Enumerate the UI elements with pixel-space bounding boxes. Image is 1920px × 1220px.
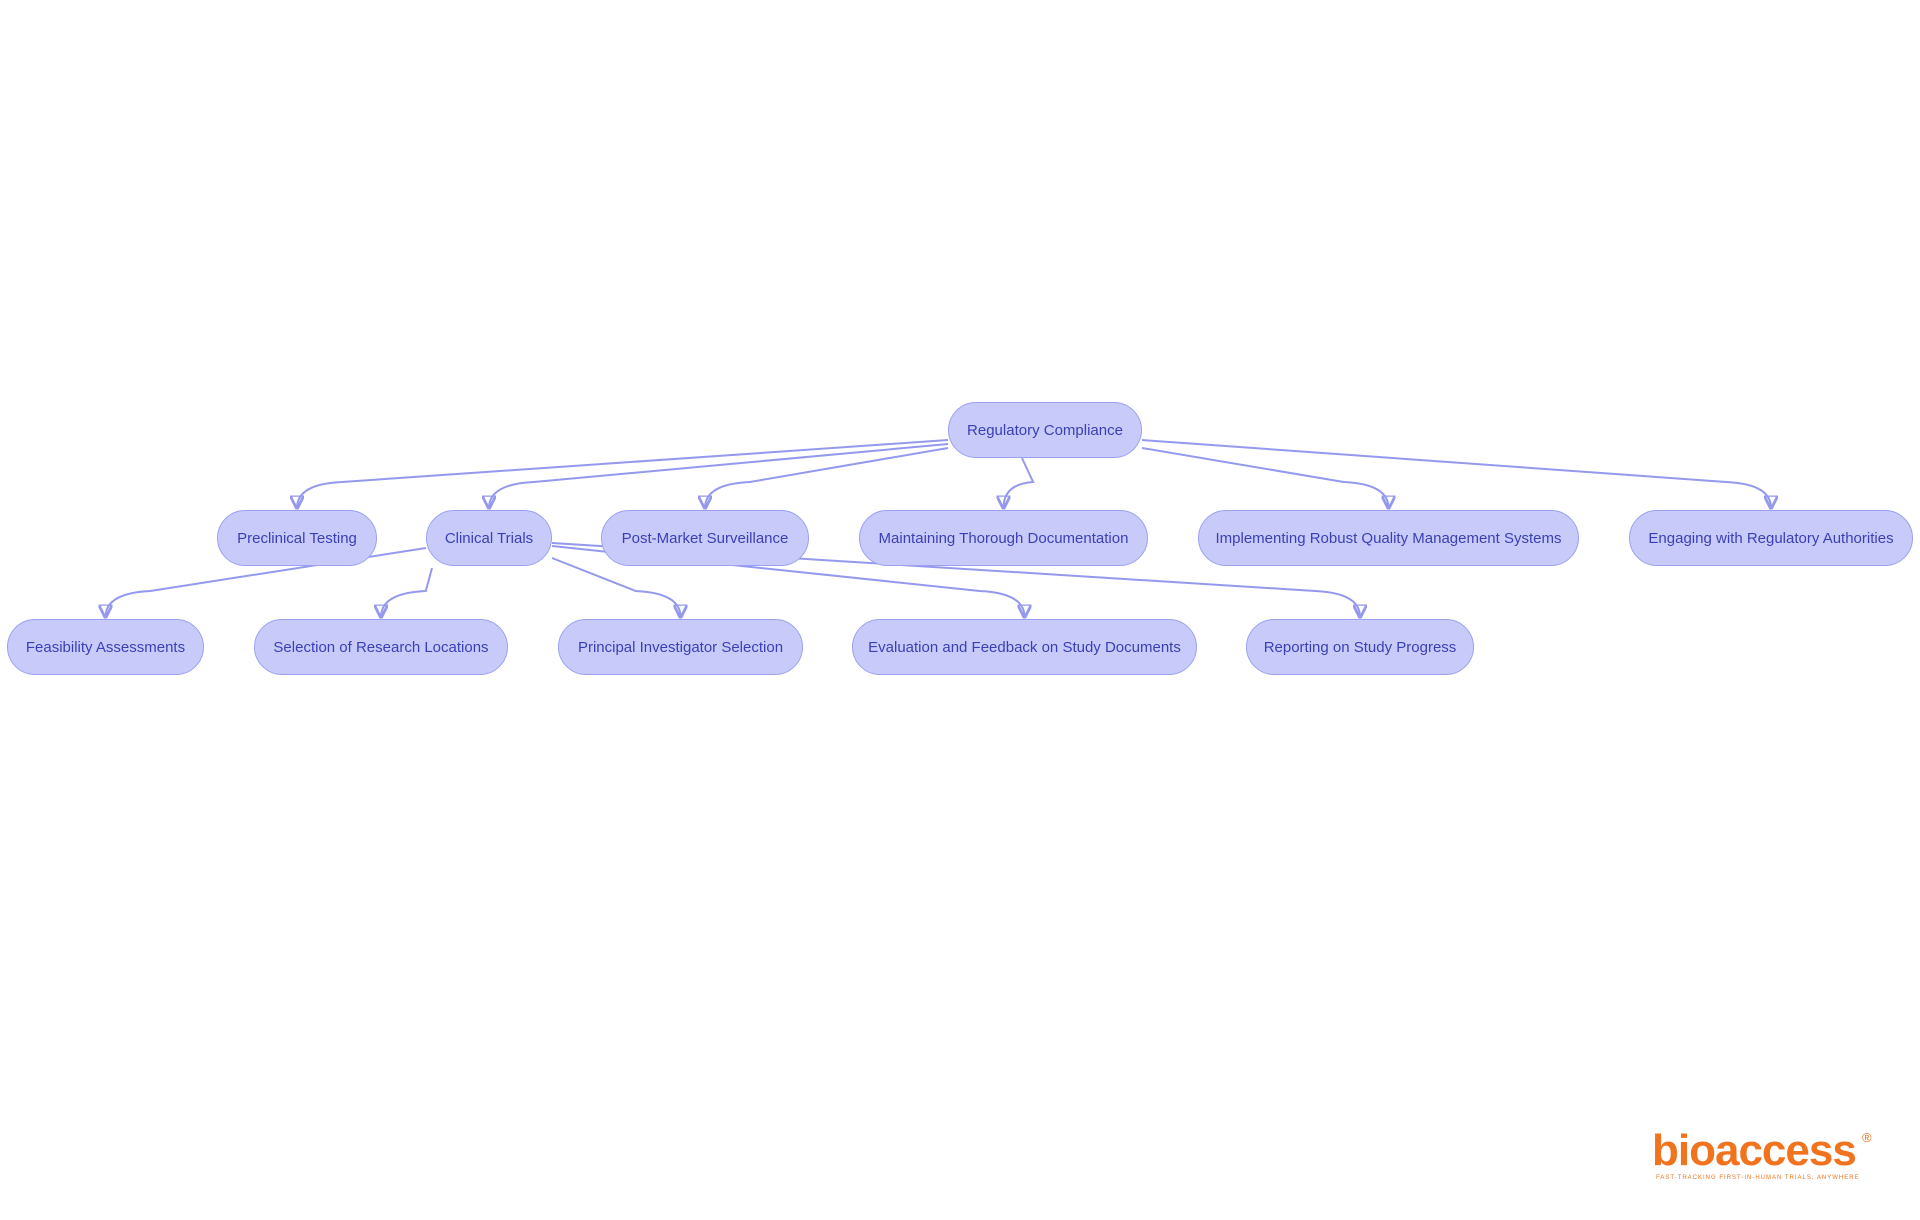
node-quality-management-systems: Implementing Robust Quality Management S… <box>1198 510 1579 566</box>
edge-root-to-authorities <box>1141 439 1771 508</box>
bioaccess-logo: bioaccess ® FAST-TRACKING FIRST-IN-HUMAN… <box>1652 1128 1872 1184</box>
logo-wordmark: bioaccess <box>1652 1126 1857 1175</box>
node-maintaining-documentation: Maintaining Thorough Documentation <box>859 510 1148 566</box>
edge-root-to-clinical <box>489 443 949 508</box>
node-evaluation-feedback-documents: Evaluation and Feedback on Study Documen… <box>852 619 1197 675</box>
edge-root-to-preclinical <box>297 439 949 508</box>
node-clinical-trials: Clinical Trials <box>426 510 552 566</box>
node-preclinical-testing: Preclinical Testing <box>217 510 377 566</box>
logo-tagline: FAST-TRACKING FIRST-IN-HUMAN TRIALS, ANY… <box>1656 1175 1860 1181</box>
node-selection-research-locations: Selection of Research Locations <box>254 619 508 675</box>
edge-root-to-documentation <box>1004 457 1035 508</box>
edge-clinical-to-reporting <box>551 542 1360 617</box>
edge-root-to-qms <box>1141 447 1389 508</box>
node-principal-investigator-selection: Principal Investigator Selection <box>558 619 803 675</box>
registered-mark: ® <box>1862 1130 1872 1145</box>
edge-clinical-to-locations <box>381 567 433 617</box>
edge-clinical-to-investigator <box>551 557 681 617</box>
edge-root-to-postmarket <box>705 447 949 508</box>
edge-clinical-to-evaluation <box>551 545 1025 617</box>
edge-clinical-to-feasibility <box>106 547 427 617</box>
node-regulatory-compliance: Regulatory Compliance <box>948 402 1142 458</box>
node-post-market-surveillance: Post-Market Surveillance <box>601 510 809 566</box>
node-engaging-regulatory-authorities: Engaging with Regulatory Authorities <box>1629 510 1913 566</box>
node-feasibility-assessments: Feasibility Assessments <box>7 619 204 675</box>
node-reporting-study-progress: Reporting on Study Progress <box>1246 619 1474 675</box>
